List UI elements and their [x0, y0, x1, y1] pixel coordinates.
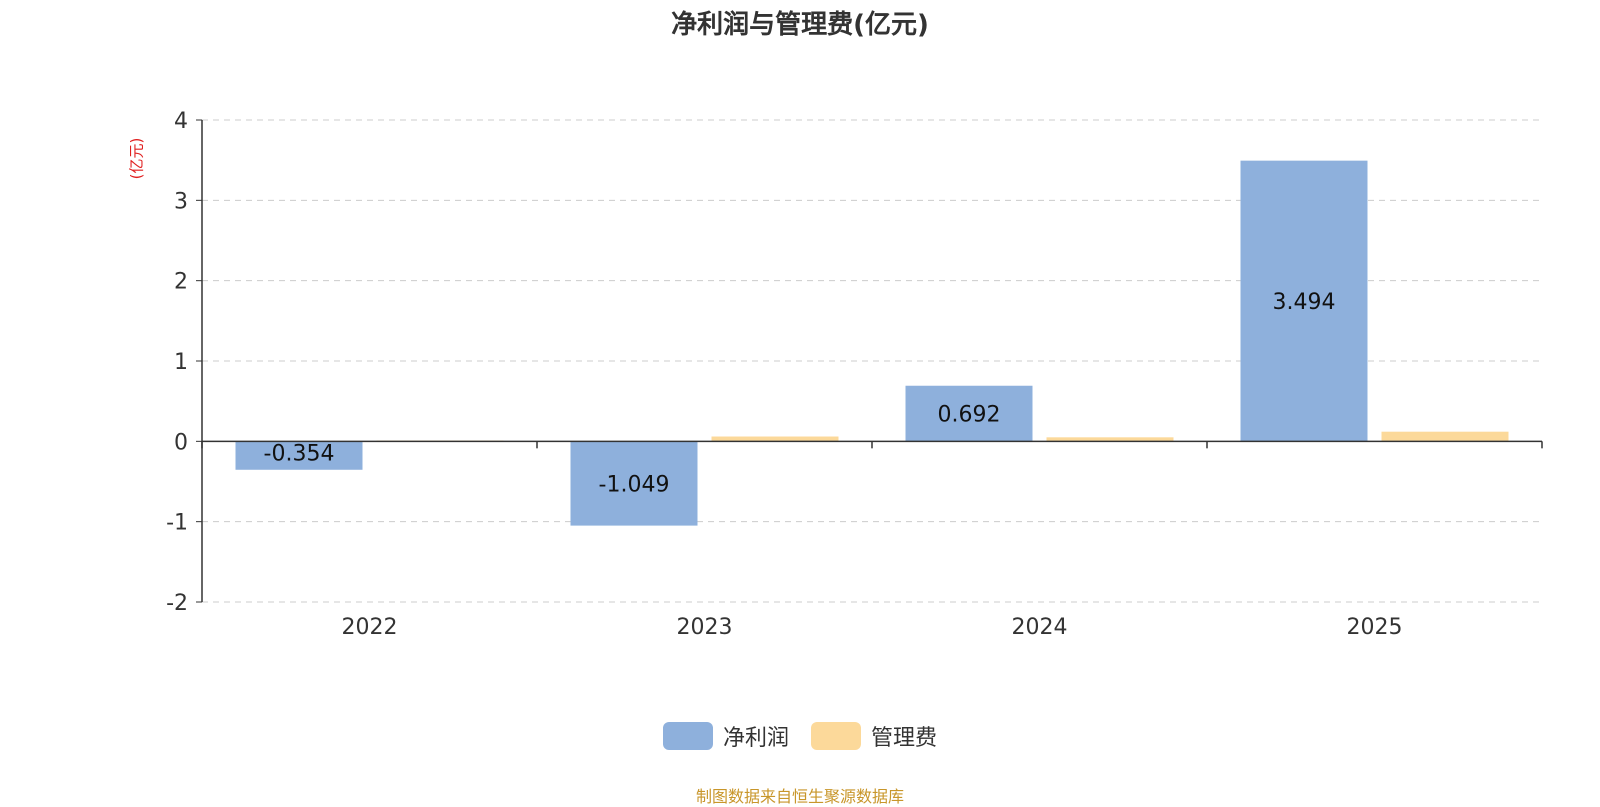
source-note: 制图数据来自恒生聚源数据库 [695, 787, 904, 806]
legend-swatch-net-profit [662, 722, 713, 750]
bar-net-profit [905, 385, 1033, 442]
data-label-net-profit: -1.049 [599, 472, 670, 497]
x-tick-label: 2024 [1012, 615, 1068, 640]
y-tick-label: 1 [174, 350, 188, 375]
legend-item-mgmt-fee[interactable]: 管理费 [811, 720, 937, 752]
y-tick-label: 4 [174, 109, 188, 134]
chart-title: 净利润与管理费(亿元) [671, 10, 929, 40]
x-tick-label: 2023 [677, 615, 733, 640]
y-tick-label: 3 [174, 189, 188, 214]
y-tick-label: 0 [174, 430, 188, 455]
bar-mgmt-fee [1046, 437, 1174, 442]
bar-net-profit [570, 441, 698, 526]
legend-label-net-profit: 净利润 [722, 726, 789, 751]
data-label-net-profit: 0.692 [938, 403, 1001, 428]
legend-swatch-mgmt-fee [811, 722, 861, 750]
x-tick-label: 2022 [342, 615, 398, 640]
legend-item-net-profit[interactable]: 净利润 [662, 720, 789, 752]
bar-net-profit [1240, 160, 1368, 442]
bar-mgmt-fee [1381, 431, 1509, 442]
legend: 净利润 管理费 [0, 720, 1600, 752]
data-label-net-profit: -0.354 [264, 441, 335, 466]
bar-mgmt-fee [711, 436, 839, 442]
data-label-net-profit: 3.494 [1273, 290, 1336, 315]
bar-net-profit [235, 441, 363, 470]
y-tick-label: -1 [166, 511, 188, 536]
x-tick-label: 2025 [1347, 615, 1403, 640]
y-tick-label: 2 [174, 270, 188, 295]
legend-label-mgmt-fee: 管理费 [871, 726, 938, 751]
y-tick-label: -2 [166, 591, 188, 616]
